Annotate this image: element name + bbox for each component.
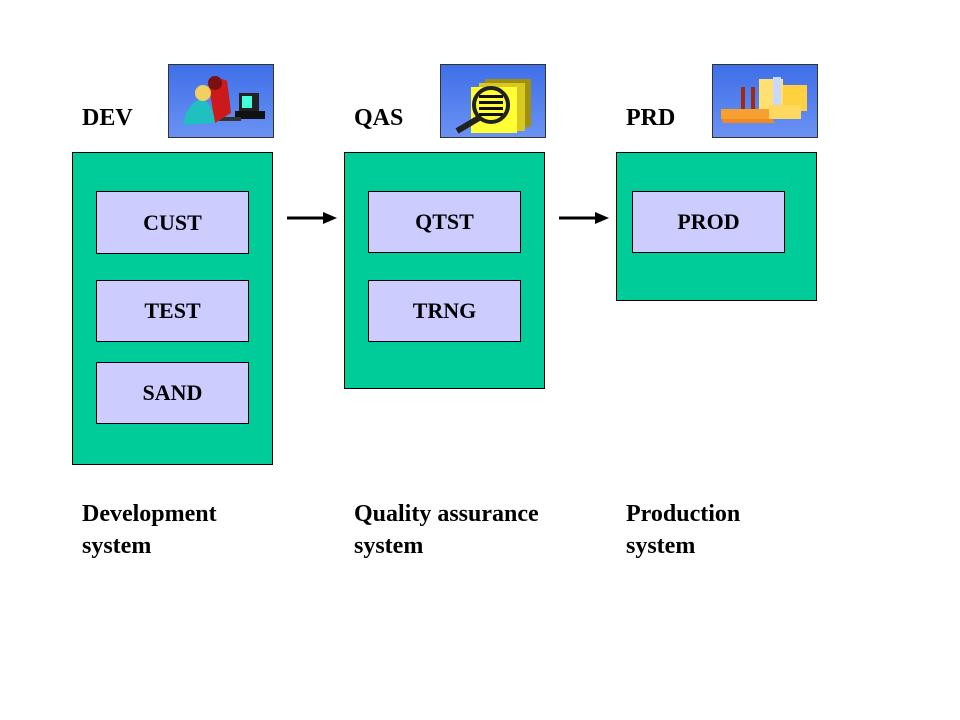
arrow-right-icon xyxy=(287,212,337,224)
client-label: PROD xyxy=(677,209,740,234)
client-label: TRNG xyxy=(412,298,477,323)
factory-icon xyxy=(712,64,818,138)
client-test: TEST xyxy=(96,280,249,342)
client-label: TEST xyxy=(144,298,201,323)
people-at-computer-icon xyxy=(168,64,274,138)
system-label-dev: DEV xyxy=(82,105,133,131)
caption-line2: system xyxy=(82,533,152,559)
caption-dev: Development system xyxy=(82,498,217,562)
system-box-prd: PROD xyxy=(616,152,817,301)
system-box-qas: QTST TRNG xyxy=(344,152,545,389)
client-sand: SAND xyxy=(96,362,249,424)
client-label: SAND xyxy=(142,380,203,405)
client-qtst: QTST xyxy=(368,191,521,253)
client-label: QTST xyxy=(415,209,474,234)
caption-line1: Quality assurance xyxy=(354,501,539,527)
arrow-right-icon xyxy=(559,212,609,224)
client-label: CUST xyxy=(143,209,202,235)
client-cust: CUST xyxy=(96,191,249,254)
caption-line2: system xyxy=(354,533,424,559)
client-trng: TRNG xyxy=(368,280,521,342)
system-label-qas: QAS xyxy=(354,105,404,131)
system-box-dev: CUST TEST SAND xyxy=(72,152,273,465)
caption-qas: Quality assurance system xyxy=(354,498,539,562)
client-prod: PROD xyxy=(632,191,785,253)
system-label-prd: PRD xyxy=(626,105,676,131)
caption-line1: Development xyxy=(82,501,217,527)
caption-prd: Production system xyxy=(626,498,740,562)
caption-line2: system xyxy=(626,533,696,559)
caption-line1: Production xyxy=(626,501,741,527)
magnifier-on-documents-icon xyxy=(440,64,546,138)
